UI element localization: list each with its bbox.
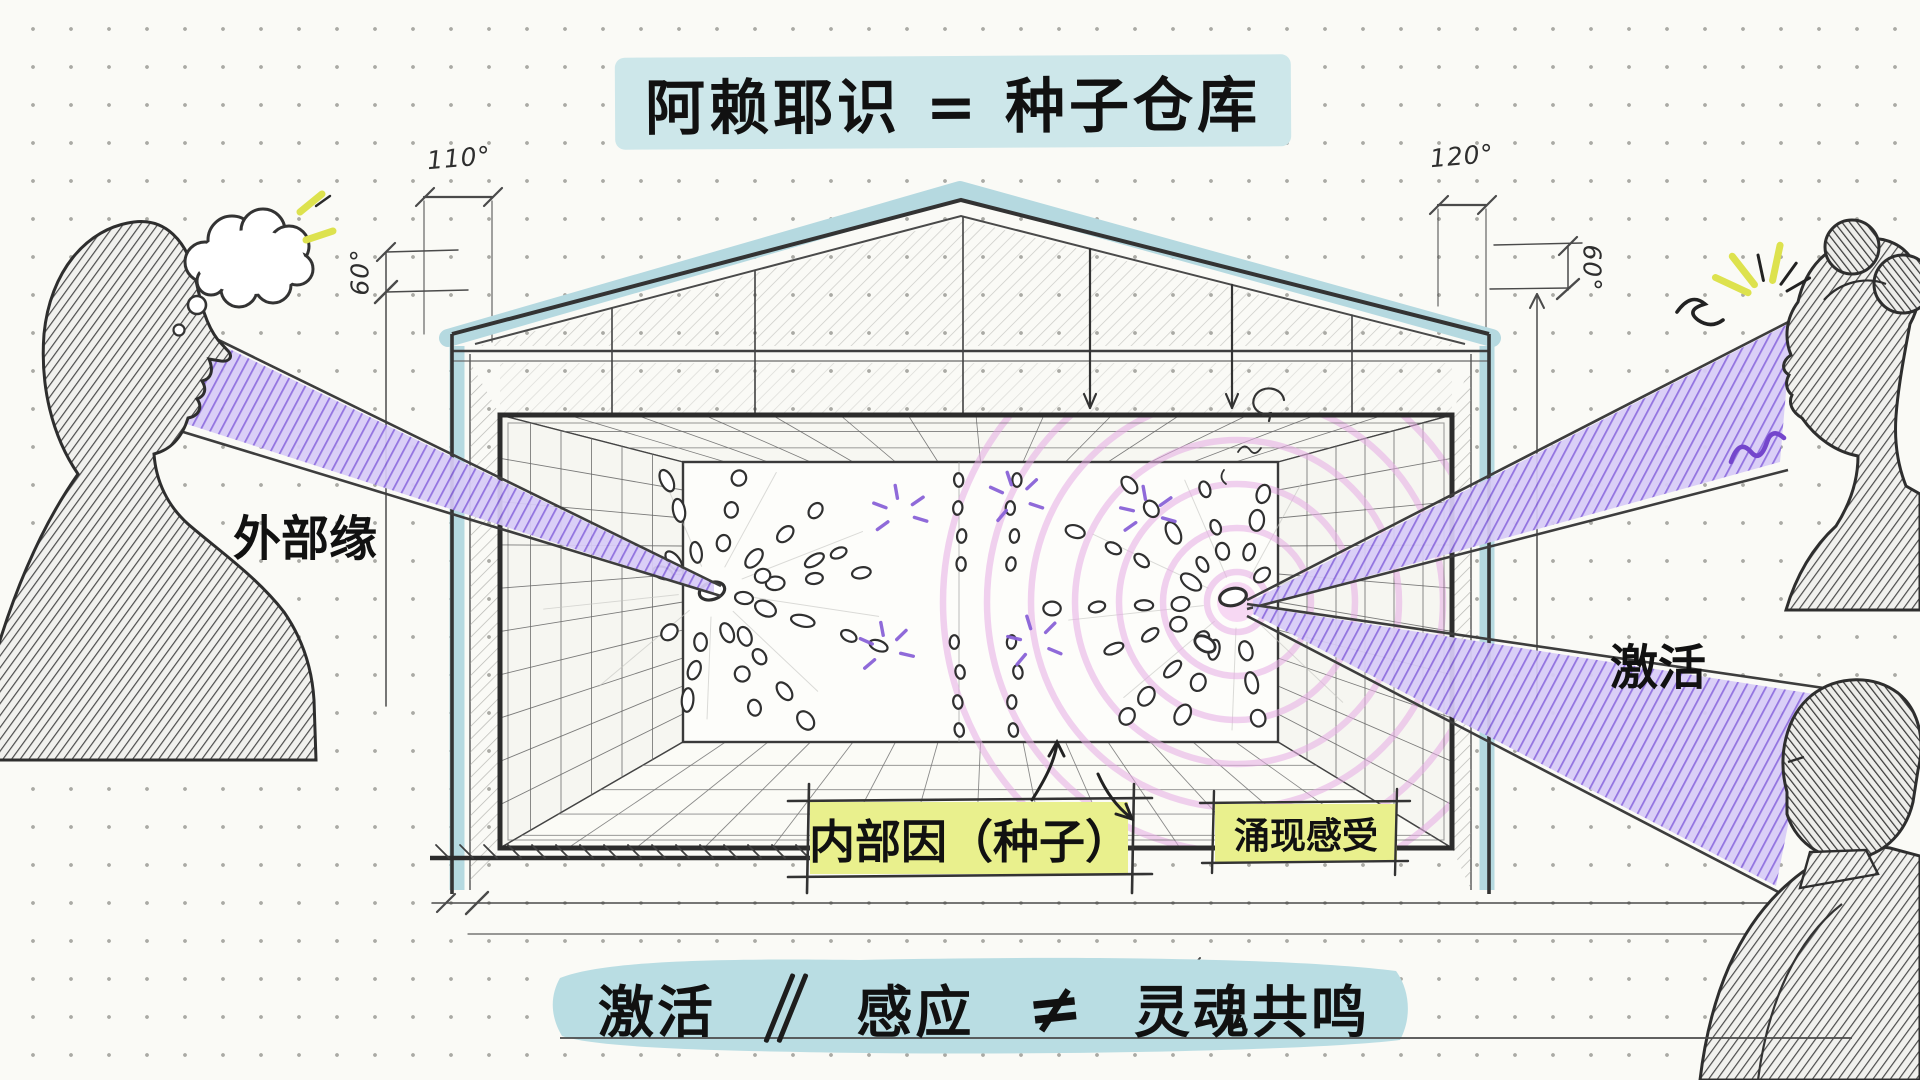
hair-bun-top [1823,218,1881,276]
emergent-feeling-box [1198,787,1412,877]
annotation-arrows [1030,738,1135,822]
roof-truss-ties [611,216,1353,414]
label-activation: 激活 [1610,640,1707,696]
person-left [0,220,318,762]
thought-bubble-icon [172,190,337,337]
beam-top-right [1246,314,1801,611]
label-emergent-feeling: 涌现感受 [1233,816,1379,857]
angle-label-110: 110° [425,140,493,176]
double-slash-icon [763,972,809,1044]
height-label-left: 60° [345,248,375,296]
emphasis-dashes-icon [296,190,337,244]
person-bottom-right [1698,678,1920,1080]
internal-cause-box [786,782,1154,895]
glasses-hint [1787,755,1805,764]
head [1781,678,1920,861]
page-title: 阿赖耶识 = 种子仓库 [644,70,1262,145]
hair-bun-back [1872,253,1920,315]
person-top-right [1782,218,1920,612]
banner-sense: 感应 [856,980,975,1046]
banner-activation: 激活 [598,980,716,1046]
black-squiggle-icon [1675,297,1725,327]
bottom-banner: 激活 感应 ≠ 灵魂共鸣 [556,962,1412,1054]
purple-squiggle-icon [1728,431,1787,465]
alert-burst-icon [1711,241,1812,297]
label-internal-cause: 内部因（种子） [809,815,1131,869]
label-external-condition: 外部缘 [233,511,378,567]
dimension-lines [373,186,1849,977]
swirl-doodle-icon [1220,387,1286,485]
activation-sparkles [858,470,1177,670]
angle-label-120: 120° [1428,138,1496,174]
banner-soul-resonance: 灵魂共鸣 [1134,980,1370,1046]
beam-bottom-right [1246,602,1825,898]
height-label-right: 60° [1577,244,1607,292]
title-highlight-band [614,54,1292,150]
banner-highlight-band [552,957,1408,1054]
not-equal-icon: ≠ [1022,966,1086,1050]
seed-ovals [652,468,1272,738]
